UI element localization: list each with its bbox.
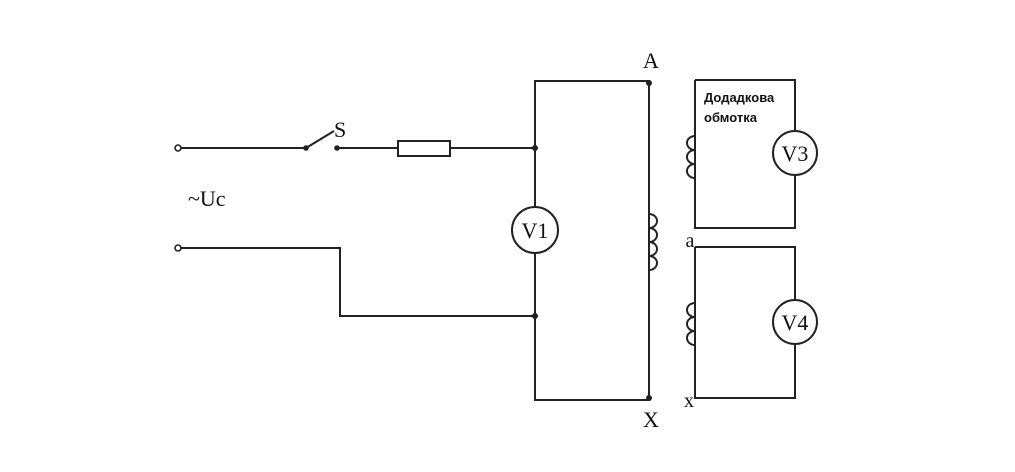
secondary-frame [694, 246, 796, 399]
junction-bottom [532, 313, 538, 319]
extra-winding-label-2: обмотка [704, 110, 758, 125]
v3-label: V3 [782, 141, 809, 166]
v1-label: V1 [522, 218, 549, 243]
switch-label: S [334, 117, 346, 142]
primary-coil [648, 213, 658, 271]
terminal-X-dot [646, 395, 652, 401]
extra-winding-coil [686, 135, 696, 179]
voltmeter-v4: V4 [772, 299, 818, 345]
terminal-x-label: x [684, 390, 694, 412]
fuse [397, 140, 451, 157]
supply-terminal-bottom [174, 244, 182, 252]
supply-terminal-top [174, 144, 182, 152]
voltmeter-v3: V3 [772, 130, 818, 176]
primary-frame [534, 80, 650, 401]
terminal-a-label: a [686, 230, 695, 252]
voltmeter-v1: V1 [511, 206, 559, 254]
bottom-supply-line [181, 247, 535, 317]
source-label: ~Uc [188, 186, 226, 211]
extra-winding-label-1: Додадкова [704, 90, 775, 105]
secondary-coil [686, 302, 696, 346]
terminal-A-dot [646, 80, 652, 86]
top-supply-line [181, 130, 535, 157]
junction-top [532, 145, 538, 151]
terminal-X-label: X [643, 407, 659, 432]
terminal-A-label: A [643, 48, 659, 73]
v4-label: V4 [782, 310, 809, 335]
switch-blade [305, 130, 335, 149]
